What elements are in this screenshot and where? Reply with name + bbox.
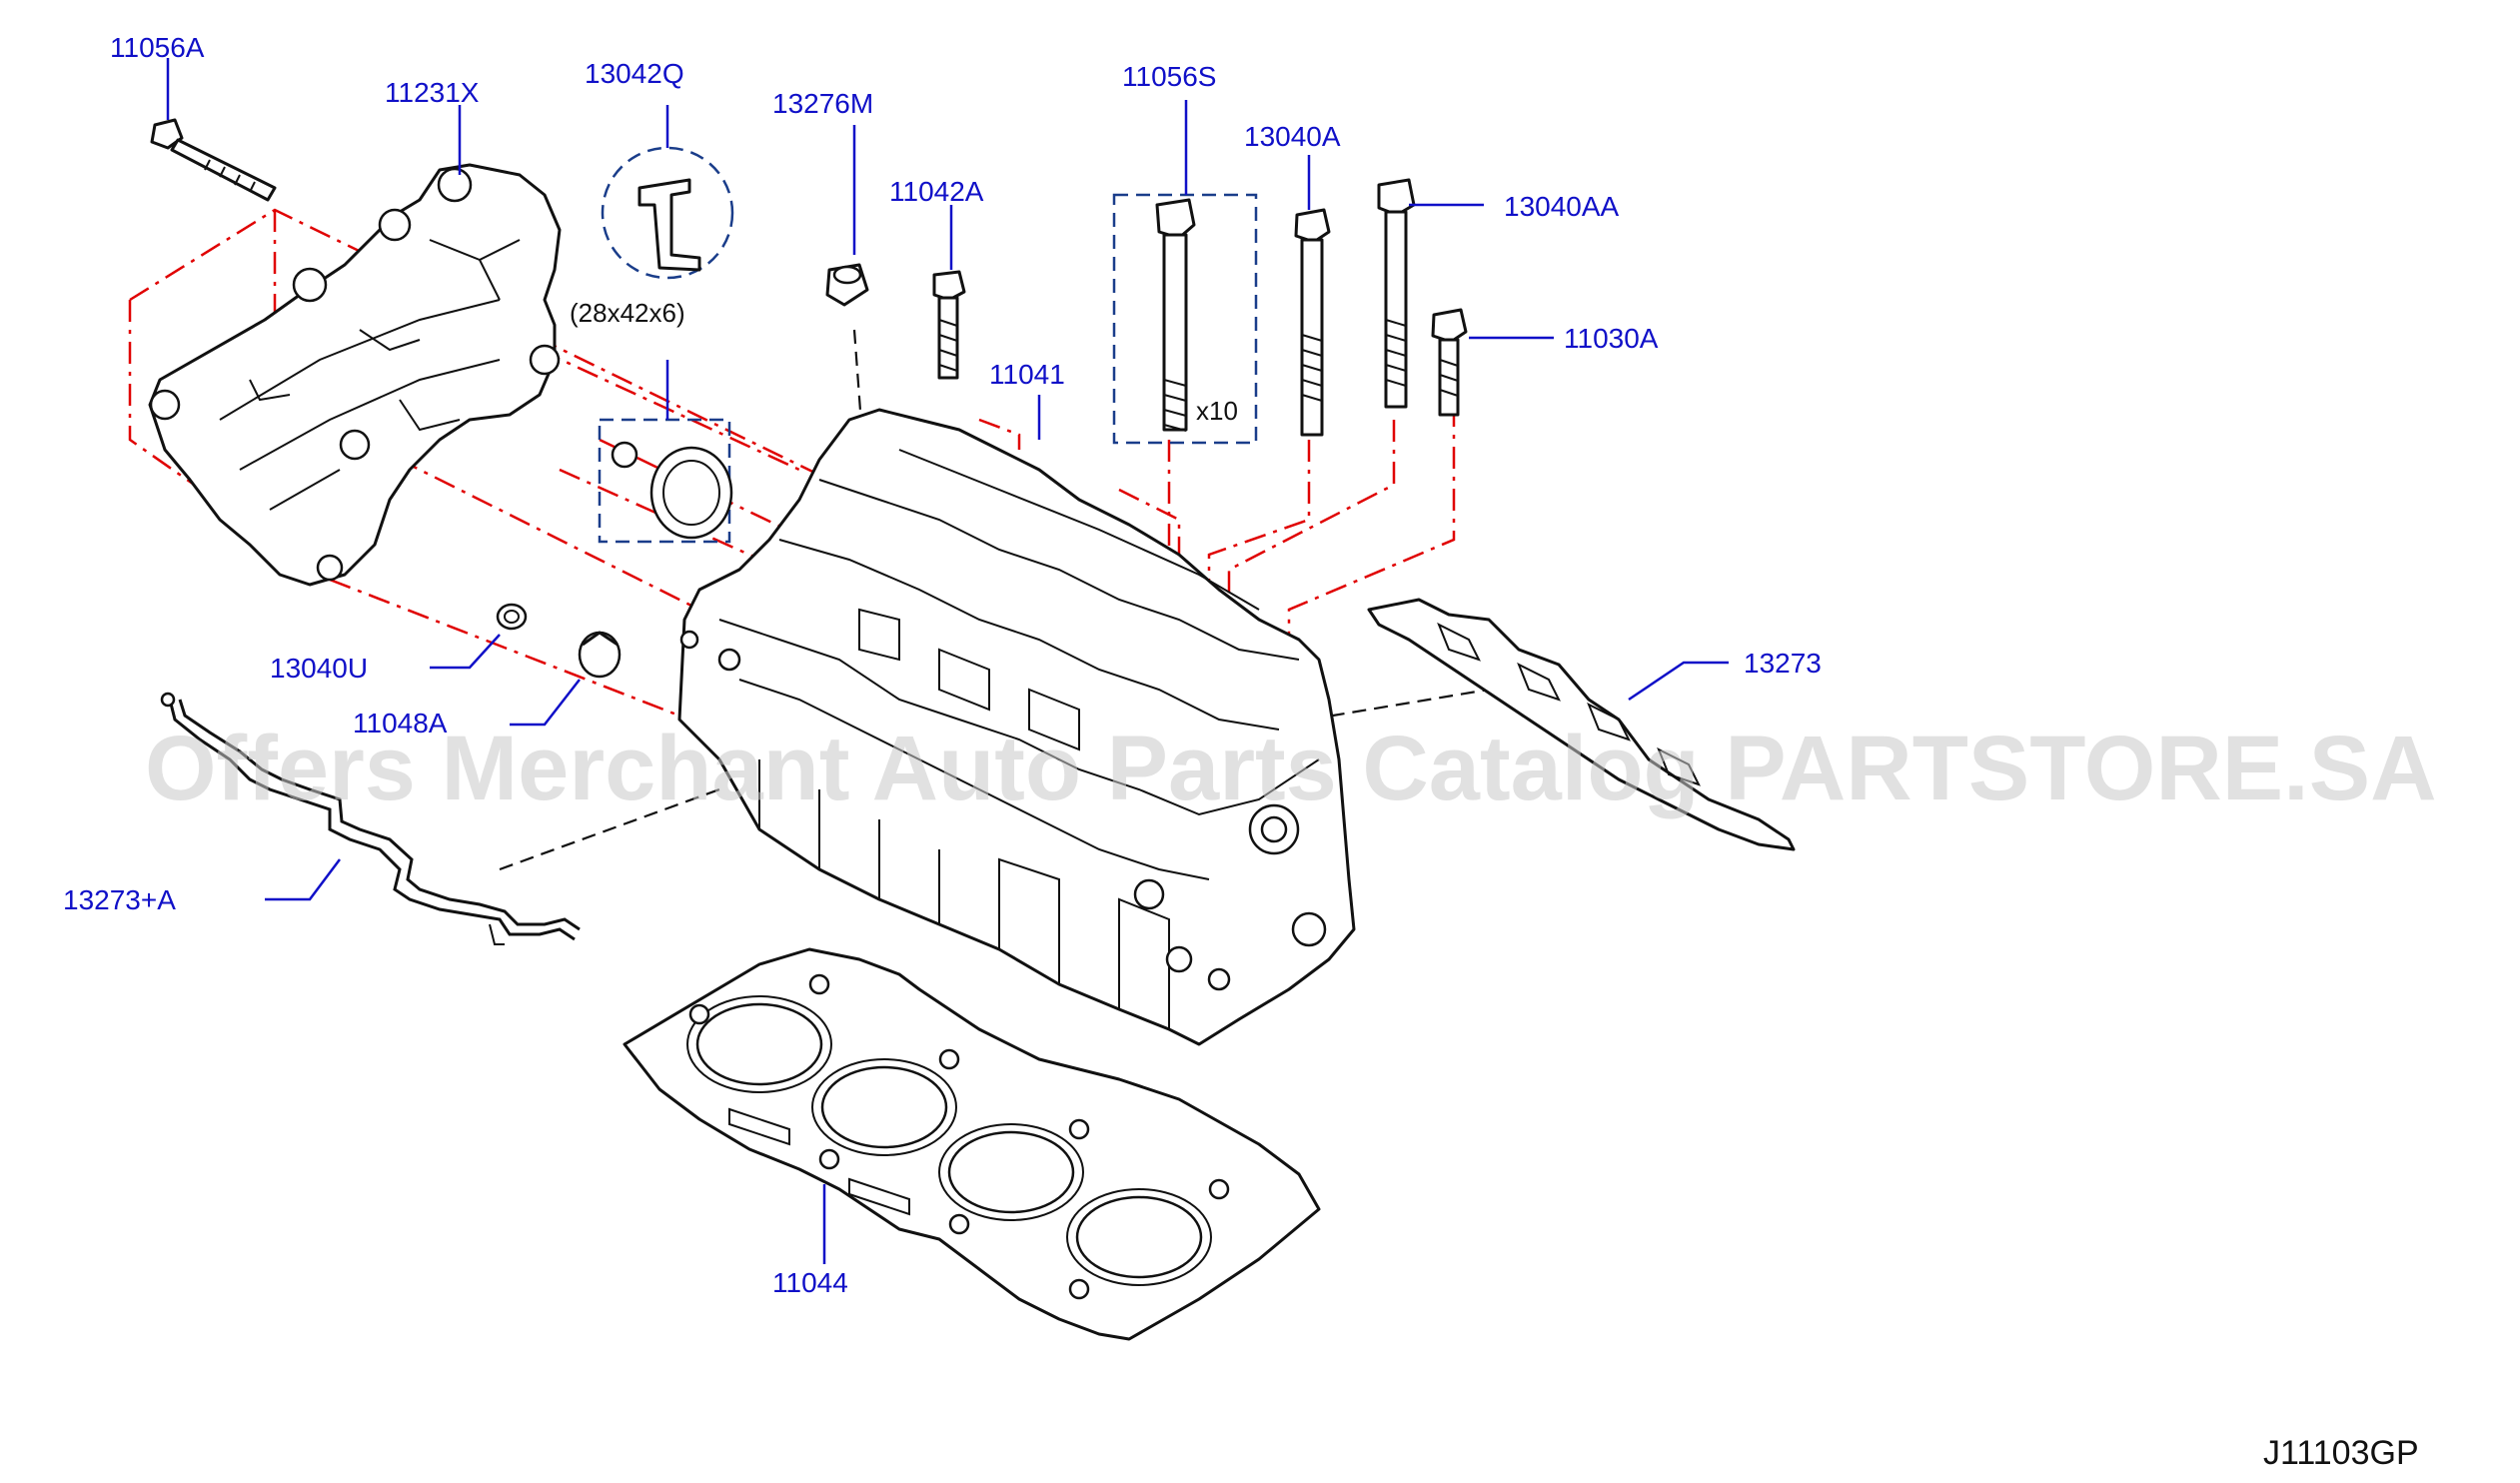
label-11030A[interactable]: 11030A bbox=[1564, 323, 1659, 354]
label-11042A[interactable]: 11042A bbox=[889, 176, 984, 207]
label-13040A[interactable]: 13040A bbox=[1244, 121, 1341, 152]
plug-11048A-part bbox=[578, 631, 622, 679]
label-11231X[interactable]: 11231X bbox=[385, 77, 480, 108]
part-labels: 11056A 11231X 13042Q 13276M 11042A 11056… bbox=[63, 32, 2419, 1472]
nut-13276M-part bbox=[825, 263, 869, 307]
front-cover-part bbox=[148, 163, 562, 587]
label-13042Q[interactable]: 13042Q bbox=[585, 58, 684, 89]
bolt-11056S-part bbox=[1112, 193, 1258, 445]
label-11044[interactable]: 11044 bbox=[772, 1267, 848, 1298]
label-13273-A[interactable]: 13273+A bbox=[63, 884, 176, 915]
cylinder-head-part bbox=[677, 408, 1356, 1046]
bolt-11030A-part bbox=[1431, 308, 1468, 417]
label-13040U[interactable]: 13040U bbox=[270, 653, 368, 684]
label-13276M[interactable]: 13276M bbox=[772, 88, 873, 119]
diagram-code: J11103GP bbox=[2263, 1434, 2419, 1472]
label-11048A[interactable]: 11048A bbox=[353, 708, 448, 739]
oil-seal-13042Q-part bbox=[598, 105, 734, 544]
label-11041[interactable]: 11041 bbox=[989, 359, 1065, 390]
bolt-13040AA-part bbox=[1377, 178, 1416, 409]
bolt-11056A-part bbox=[150, 118, 277, 202]
bolt-11042A-part bbox=[932, 270, 966, 380]
watermark-text: Offers Merchant Auto Parts Catalog PARTS… bbox=[145, 718, 2437, 819]
plug-13040U-part bbox=[496, 603, 528, 631]
bolt-13040A-part bbox=[1294, 208, 1331, 437]
label-13273[interactable]: 13273 bbox=[1744, 648, 1822, 679]
label-13040AA[interactable]: 13040AA bbox=[1504, 191, 1620, 222]
bolt-quantity-note: x10 bbox=[1196, 396, 1238, 426]
head-gasket-part bbox=[623, 947, 1321, 1341]
exhaust-gasket-part bbox=[1367, 598, 1796, 851]
intake-gasket-part bbox=[160, 692, 581, 945]
leader-lines bbox=[166, 58, 1729, 1264]
label-11056S[interactable]: 11056S bbox=[1122, 61, 1216, 92]
label-11056A[interactable]: 11056A bbox=[110, 32, 205, 63]
seal-size-note: (28x42x6) bbox=[570, 298, 685, 328]
